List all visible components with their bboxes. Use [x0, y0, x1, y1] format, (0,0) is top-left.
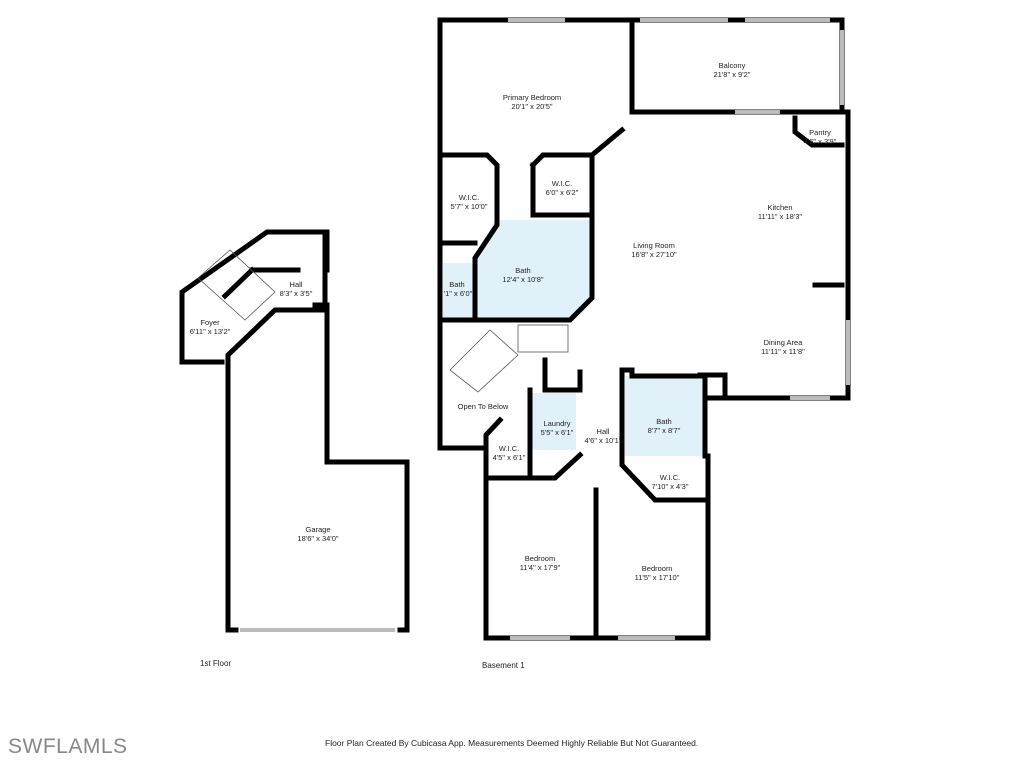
- laundry-dim: 5'5" x 6'1": [541, 428, 574, 437]
- kitchen-label: Kitchen: [767, 203, 792, 212]
- dining-area-label: Dining Area: [764, 338, 804, 347]
- lower-floor-walls: [179, 229, 410, 633]
- balcony-label: Balcony: [719, 61, 746, 70]
- wic-4-label: W.I.C.: [660, 473, 680, 482]
- bedroom-1-label: Bedroom: [525, 554, 555, 563]
- bath-hall-fill: [625, 376, 705, 456]
- stairs-lower: [197, 249, 276, 321]
- wic-3-label: W.I.C.: [499, 444, 519, 453]
- pantry-dim: 4'6" x 3'9": [804, 137, 837, 146]
- footer-disclaimer: Floor Plan Created By Cubicasa App. Meas…: [325, 738, 699, 748]
- garage-label: Garage: [305, 525, 330, 534]
- wic-2-dim: 6'0" x 6'2": [546, 188, 579, 197]
- hall-upper-label: Hall: [597, 427, 610, 436]
- kitchen-dim: 11'11" x 18'3": [758, 212, 803, 221]
- upper-floor-walls: [437, 17, 851, 641]
- logo: SWFLAMLS: [8, 735, 128, 758]
- dining-area-dim: 11'11" x 11'8": [761, 347, 805, 356]
- bath-primary-dim: 12'4" x 10'8": [502, 275, 543, 284]
- bath-primary-fill: [475, 220, 592, 320]
- hall-upper-dim: 4'6" x 10'1": [585, 436, 622, 445]
- bedroom-2-dim: 11'5" x 17'10": [635, 573, 680, 582]
- bath-small-fill: [443, 263, 473, 320]
- bath-hall-label: Bath: [656, 417, 671, 426]
- wic-2-label: W.I.C.: [552, 179, 572, 188]
- wic-4-dim: 7'10" x 4'3": [652, 482, 689, 491]
- laundry-label: Laundry: [543, 419, 570, 428]
- bath-small-dim: '1" x 6'0": [444, 289, 473, 298]
- primary-bedroom-dim: 20'1" x 20'5": [511, 102, 552, 111]
- bedroom-2-label: Bedroom: [642, 564, 672, 573]
- foyer-label: Foyer: [200, 318, 220, 327]
- hall-lower-dim: 8'3" x 3'5": [280, 289, 313, 298]
- wic-1-label: W.I.C.: [459, 193, 479, 202]
- garage-dim: 18'6" x 34'0": [297, 534, 338, 543]
- bedroom-1-dim: 11'4" x 17'9": [520, 563, 561, 572]
- living-room-label: Living Room: [633, 241, 675, 250]
- open-to-below-label: Open To Below: [458, 402, 509, 411]
- bath-small-label: Bath: [449, 280, 464, 289]
- windows: [508, 18, 850, 640]
- balcony-dim: 21'8" x 9'2": [714, 70, 751, 79]
- room-labels: Primary Bedroom 20'1" x 20'5" Balcony 21…: [190, 61, 837, 670]
- pantry-label: Pantry: [809, 128, 831, 137]
- primary-bedroom-label: Primary Bedroom: [503, 93, 561, 102]
- foyer-dim: 6'11" x 13'2": [190, 327, 231, 336]
- living-room-dim: 16'8" x 27'10": [631, 250, 677, 259]
- first-floor-label: 1st Floor: [200, 659, 231, 668]
- stairs-upper: [449, 324, 569, 393]
- bath-primary-label: Bath: [515, 266, 530, 275]
- laundry-fill: [532, 393, 576, 450]
- basement-floor-label: Basement 1: [482, 661, 525, 670]
- wic-3-dim: 4'5" x 6'1": [493, 453, 526, 462]
- hall-lower-label: Hall: [290, 280, 303, 289]
- wic-1-dim: 5'7" x 10'0": [451, 202, 488, 211]
- bath-hall-dim: 8'7" x 8'7": [648, 426, 681, 435]
